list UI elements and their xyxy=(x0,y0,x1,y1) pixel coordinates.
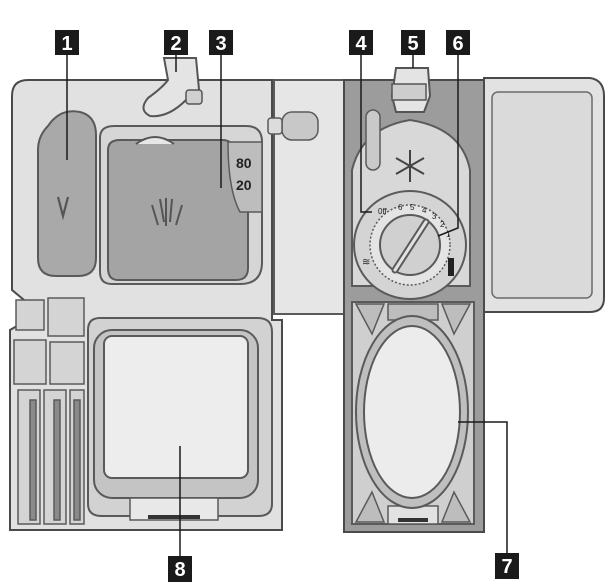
center-channel xyxy=(267,79,345,315)
fill-level-80: 80 xyxy=(236,155,252,171)
dial-3: 3 xyxy=(432,212,437,221)
dial-off: 0ff xyxy=(378,207,388,216)
dial-mark: ≋ xyxy=(362,257,370,268)
callout-3: 3 xyxy=(209,30,233,55)
oval-compartment[interactable] xyxy=(351,301,475,525)
powder-compartment[interactable]: 80 20 xyxy=(99,125,263,285)
dial-6: 6 xyxy=(398,203,403,212)
lower-left-tray xyxy=(13,297,85,525)
svg-text:3: 3 xyxy=(215,33,226,55)
rinse-aid-latch[interactable] xyxy=(365,67,432,171)
leader-lines xyxy=(66,55,508,556)
dial-5: 5 xyxy=(410,203,415,212)
square-tray-compartment[interactable] xyxy=(87,317,273,521)
detergent-compartment[interactable] xyxy=(37,110,97,277)
callout-6: 6 xyxy=(446,30,470,55)
callout-7: 7 xyxy=(495,553,519,579)
callout-4: 4 xyxy=(349,30,373,55)
wash-spray-icon xyxy=(151,198,183,226)
rinse-aid-dial-unit[interactable]: 0ff 6 5 4 3 2 1 ≋ xyxy=(351,118,471,300)
svg-text:4: 4 xyxy=(355,33,367,55)
callout-2: 2 xyxy=(164,30,188,55)
snowflake-star-icon xyxy=(395,150,425,182)
dial-4: 4 xyxy=(422,206,427,215)
callout-8: 8 xyxy=(168,556,192,582)
lid-latch-hook[interactable] xyxy=(142,57,203,118)
callout-1: 1 xyxy=(55,30,79,55)
svg-text:8: 8 xyxy=(174,559,185,581)
svg-text:6: 6 xyxy=(452,33,463,55)
svg-text:2: 2 xyxy=(170,33,181,55)
dial-2: 2 xyxy=(440,220,445,229)
right-side-flap[interactable] xyxy=(483,77,605,313)
svg-text:7: 7 xyxy=(501,556,512,578)
dial-1: 1 xyxy=(446,230,451,239)
callout-5: 5 xyxy=(401,30,425,55)
svg-text:1: 1 xyxy=(61,33,72,55)
svg-text:5: 5 xyxy=(407,33,418,55)
fill-level-20: 20 xyxy=(236,177,252,193)
